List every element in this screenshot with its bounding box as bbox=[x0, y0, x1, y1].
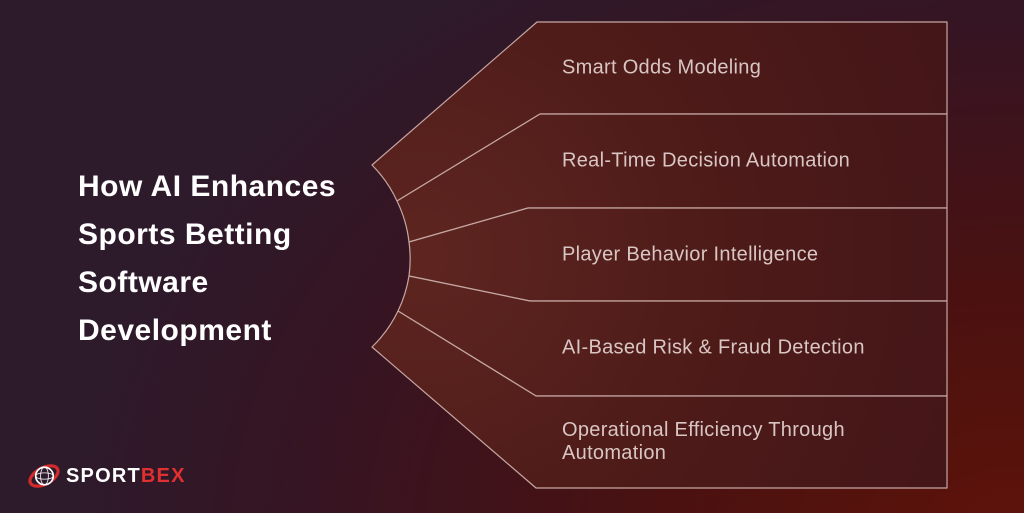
page-title: How AI Enhances Sports Betting Software … bbox=[78, 163, 336, 355]
fan-segment-5 bbox=[371, 310, 948, 489]
segment-label-operational-efficiency: Operational Efficiency Through Automatio… bbox=[562, 419, 845, 464]
segment-label-player-behavior: Player Behavior Intelligence bbox=[562, 243, 819, 266]
title-line-4: Development bbox=[78, 314, 272, 347]
segment-label-risk-fraud: AI-Based Risk & Fraud Detection bbox=[562, 336, 865, 359]
logo-wordmark: SPORTBEX bbox=[66, 465, 186, 488]
fan-segment-3 bbox=[408, 207, 948, 302]
logo-word-sport: SPORT bbox=[66, 464, 141, 487]
title-line-3: Software bbox=[78, 266, 209, 299]
title-line-1: How AI Enhances bbox=[78, 170, 337, 203]
title-line-2: Sports Betting bbox=[78, 218, 292, 251]
sportbex-logo: SPORTBEX bbox=[27, 459, 186, 493]
logo-word-bex: BEX bbox=[140, 464, 186, 487]
fan-segment-4 bbox=[397, 275, 948, 397]
globe-swoosh-icon bbox=[28, 464, 60, 488]
segment-label-smart-odds: Smart Odds Modeling bbox=[562, 56, 762, 79]
segment-label-real-time: Real-Time Decision Automation bbox=[562, 149, 851, 172]
